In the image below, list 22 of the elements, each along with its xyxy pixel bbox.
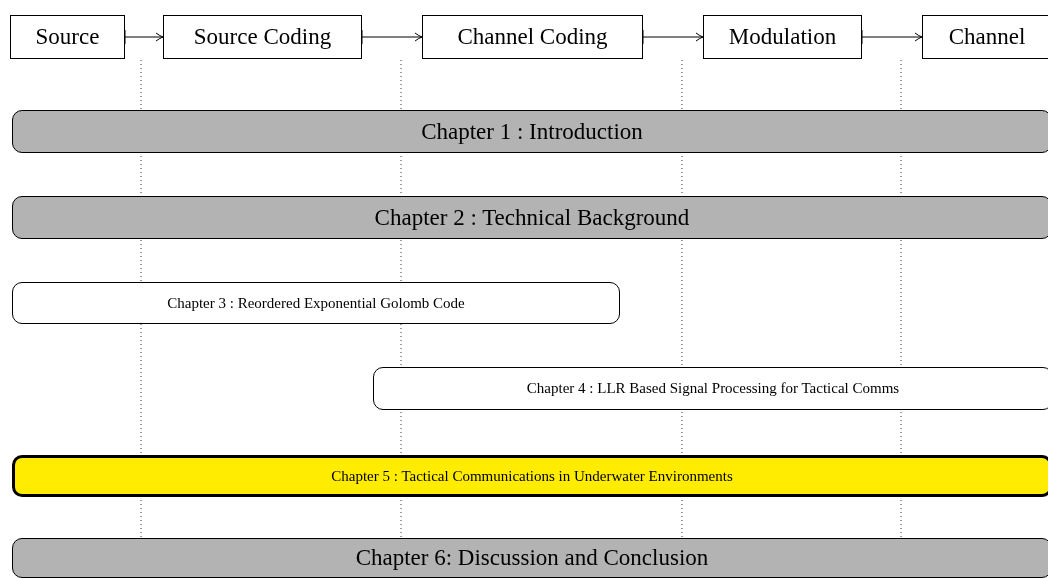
process-box <box>703 15 862 59</box>
step-label: Channel <box>948 24 1026 50</box>
highlighted-chapter-band <box>12 455 1048 497</box>
step-label: Source <box>35 24 100 50</box>
chapter-title: Chapter 2 : Technical Background <box>374 204 690 231</box>
chapter-band <box>12 196 1048 239</box>
chapter-title: Chapter 1 : Introduction <box>421 118 643 145</box>
chapter-title: Chapter 6: Discussion and Conclusion <box>355 545 709 571</box>
chapter-band <box>12 110 1048 153</box>
step-label: Modulation <box>728 24 837 50</box>
process-box <box>922 15 1048 59</box>
chapter-title: Chapter 4 : LLR Based Signal Processing for Tactical Comms <box>526 380 900 397</box>
chapter-band <box>12 538 1048 578</box>
process-box <box>163 15 362 59</box>
process-box <box>422 15 643 59</box>
step-label: Channel Coding <box>457 24 608 50</box>
step-label: Source Coding <box>193 24 332 50</box>
chapter-title: Chapter 3 : Reordered Exponential Golomb Code <box>167 294 465 312</box>
chapter-band <box>12 282 620 324</box>
process-box <box>10 15 125 59</box>
chapter-band <box>373 367 1048 410</box>
chapter-title: Chapter 5 : Tactical Communications in Underwater Environments <box>331 467 733 485</box>
